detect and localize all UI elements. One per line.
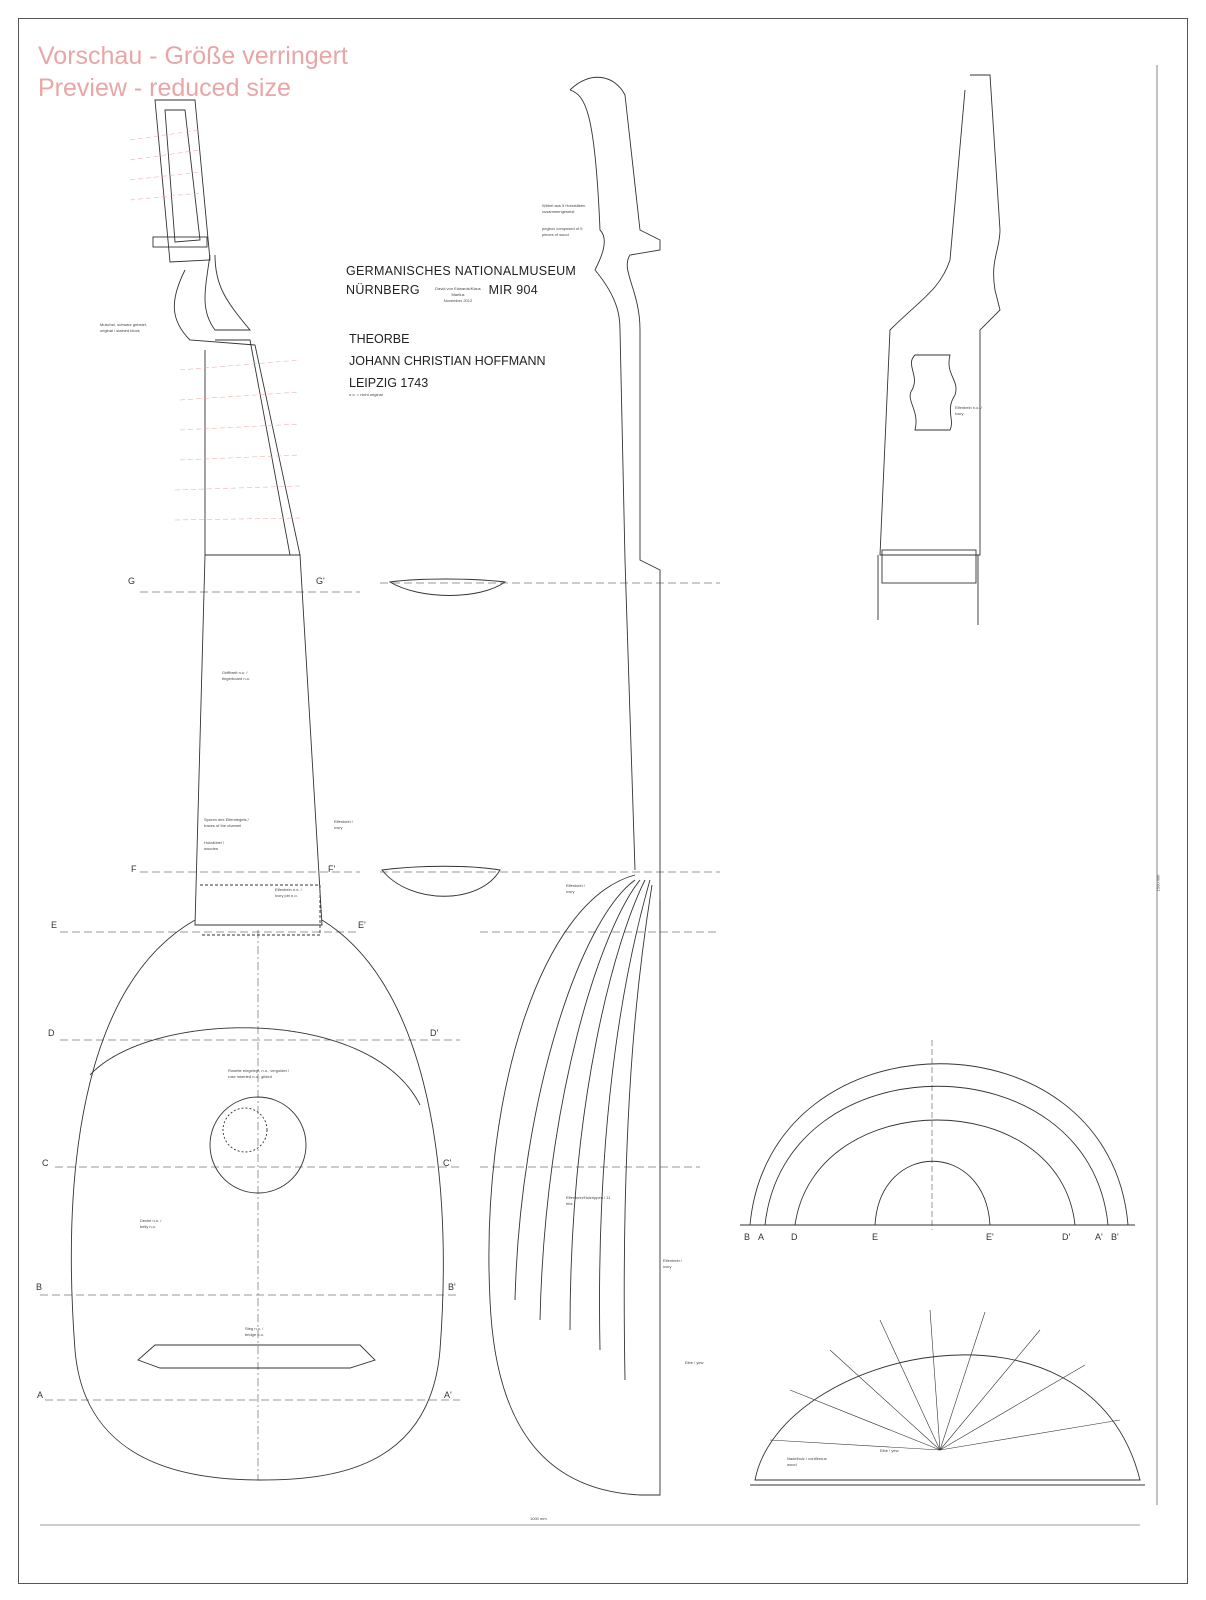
annotation: pegbox composed of 5 pieces of wood — [542, 226, 583, 237]
section-letter-prime: D' — [430, 1028, 439, 1038]
annotation: Elfenbein / ivory — [663, 1258, 682, 1269]
annotation: Elfenbein/Holzrippen / 11 ribs — [566, 1195, 611, 1206]
annotation: Decke n.o. / belly n.o. — [140, 1218, 162, 1229]
annotation: Nadelholz / coniferous wood — [787, 1456, 827, 1467]
section-letter-prime: G' — [316, 576, 325, 586]
annotation: Rosette eingelegt, n.o., vergoldet / ros… — [228, 1068, 289, 1079]
arc-label: B' — [1111, 1232, 1119, 1242]
annotation: Muschel, schwarz gebeizt, original / sta… — [100, 322, 147, 333]
neck-section-f — [381, 865, 501, 897]
city: NÜRNBERG — [346, 283, 420, 297]
watermark-en: Preview - reduced size — [38, 74, 291, 102]
section-letter-prime: F' — [328, 864, 336, 874]
rib-fan-section — [750, 1309, 1145, 1486]
arc-label: D — [791, 1232, 798, 1242]
title-block: GERMANISCHES NATIONALMUSEUM NÜRNBERG MIR… — [346, 264, 576, 302]
height-dimension-label: 1500 mm — [1155, 874, 1161, 892]
arc-label: B — [744, 1232, 751, 1242]
annotation: Holzdübel / wooden — [204, 840, 225, 851]
annotation: Elfenbein n.o. / ivory pin n.o. — [275, 887, 302, 898]
bridge — [137, 1344, 376, 1369]
string-lines — [129, 129, 301, 521]
annotation: Griffbrett n.o. / fingerboard n.o. — [222, 670, 251, 681]
neck-section-g — [388, 578, 507, 596]
inventory-number: MIR 904 — [488, 283, 538, 297]
section-letter: G — [128, 576, 136, 586]
section-lines — [40, 582, 720, 1401]
purfling-arc — [89, 1027, 421, 1106]
section-letter: D — [48, 1028, 55, 1038]
arc-label: D' — [1062, 1232, 1071, 1242]
arc-label: E' — [986, 1232, 994, 1242]
annotation: Wirbel aus 5 Holzstäben zusammengesetzt — [542, 203, 586, 214]
width-dimension-label: 1000 mm — [530, 1516, 547, 1521]
section-letter: B — [36, 1282, 43, 1292]
section-letter-prime: B' — [448, 1282, 456, 1292]
instrument-info: THEORBE JOHANN CHRISTIAN HOFFMANN LEIPZI… — [349, 332, 546, 398]
drawing-date: November 2012 — [443, 298, 473, 303]
note: n.o. = nicht original — [349, 392, 383, 397]
front-body — [70, 919, 444, 1481]
section-letter: C — [42, 1158, 49, 1168]
side-view — [488, 76, 661, 1496]
place-year: LEIPZIG 1743 — [349, 376, 429, 390]
front-neck — [194, 554, 323, 926]
annotation: Eibe / yew — [880, 1448, 899, 1453]
section-letter-prime: C' — [443, 1158, 452, 1168]
annotation: Elfenbein / ivory — [566, 883, 585, 894]
rib-arcs — [740, 1040, 1135, 1230]
section-letter: E — [51, 920, 58, 930]
section-letter-prime: E' — [358, 920, 366, 930]
arc-label: A' — [1095, 1232, 1103, 1242]
annotation: Eibe / yew — [685, 1360, 704, 1365]
annotation: Spuren des Elfenriegels / traces of the … — [204, 817, 249, 828]
annotation: Steg n.o. / bridge n.o. — [245, 1326, 264, 1337]
section-letter: F — [131, 864, 137, 874]
arc-label: A — [758, 1232, 765, 1242]
drawn-by: David von Edwards/Klaus Martius — [435, 286, 481, 297]
instrument-name: THEORBE — [349, 332, 410, 346]
section-letter-prime: A' — [444, 1390, 452, 1400]
museum-name: GERMANISCHES NATIONALMUSEUM — [346, 264, 577, 278]
watermark-de: Vorschau - Größe verringert — [38, 42, 348, 70]
back-pegbox — [877, 74, 1001, 625]
annotation: Elfenbein / ivory — [334, 819, 353, 830]
drawing-frame — [18, 18, 1188, 1584]
arc-label: E — [872, 1232, 879, 1242]
maker-name: JOHANN CHRISTIAN HOFFMANN — [349, 354, 546, 368]
annotation: Elfenbein n.o. / ivory — [955, 405, 982, 416]
section-letter: A — [37, 1390, 44, 1400]
front-pegbox — [152, 99, 301, 556]
